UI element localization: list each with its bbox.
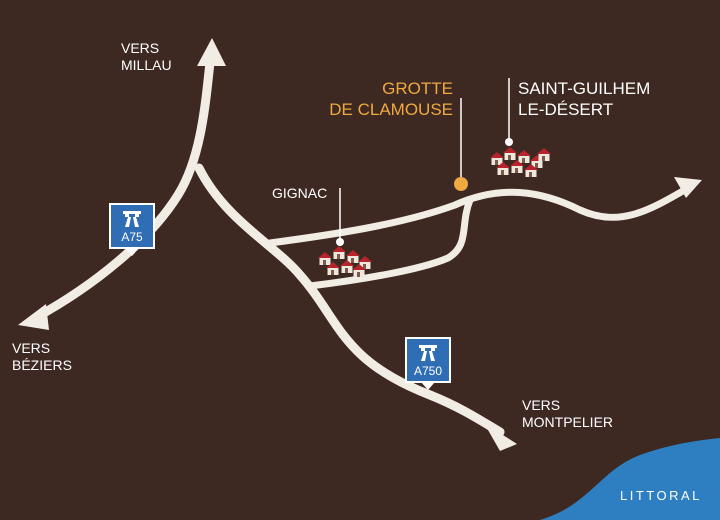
label-saint-guilhem: SAINT-GUILHEM LE-DÉSERT [518, 78, 650, 120]
label-grotte: GROTTE DE CLAMOUSE [318, 78, 453, 120]
road-gignac-north [266, 184, 692, 247]
sea-area [540, 438, 720, 520]
arrow-millau [197, 38, 226, 66]
arrow-beziers [18, 304, 49, 330]
label-grotte-line2: DE CLAMOUSE [329, 100, 453, 119]
gignac-village [318, 246, 372, 277]
label-beziers-line2: BÉZIERS [12, 357, 72, 373]
gignac-pin [336, 238, 344, 246]
road-a75 [30, 57, 215, 323]
saint-guilhem-village [490, 147, 551, 177]
arrow-montpelier [484, 423, 517, 451]
road-a750 [194, 163, 505, 437]
label-millau-line1: VERS [121, 40, 160, 56]
a75-label: A75 [121, 230, 143, 244]
a750-label: A750 [413, 364, 443, 378]
arrow-saint-guilhem [674, 177, 702, 198]
label-montpelier-line1: VERS [522, 397, 561, 413]
saint-guilhem-pin [505, 138, 513, 146]
label-millau: VERS MILLAU [121, 40, 172, 74]
a75-sign: A75 [109, 203, 155, 256]
label-littoral: LITTORAL [620, 488, 702, 503]
motorway-icon [123, 211, 141, 227]
grotte-pin [454, 177, 468, 191]
label-saint-guilhem-line1: SAINT-GUILHEM [518, 79, 651, 98]
road-gignac-south [306, 196, 474, 290]
label-millau-line2: MILLAU [121, 57, 172, 73]
motorway-icon [419, 345, 437, 361]
label-beziers-line1: VERS [12, 340, 51, 356]
label-montpelier: VERS MONTPELIER [522, 397, 613, 431]
label-beziers: VERS BÉZIERS [12, 340, 72, 374]
a750-sign: A750 [405, 337, 451, 390]
label-grotte-line1: GROTTE [382, 79, 453, 98]
label-montpelier-line2: MONTPELIER [522, 414, 614, 430]
label-gignac: GIGNAC [272, 185, 328, 201]
label-saint-guilhem-line2: LE-DÉSERT [518, 100, 614, 119]
